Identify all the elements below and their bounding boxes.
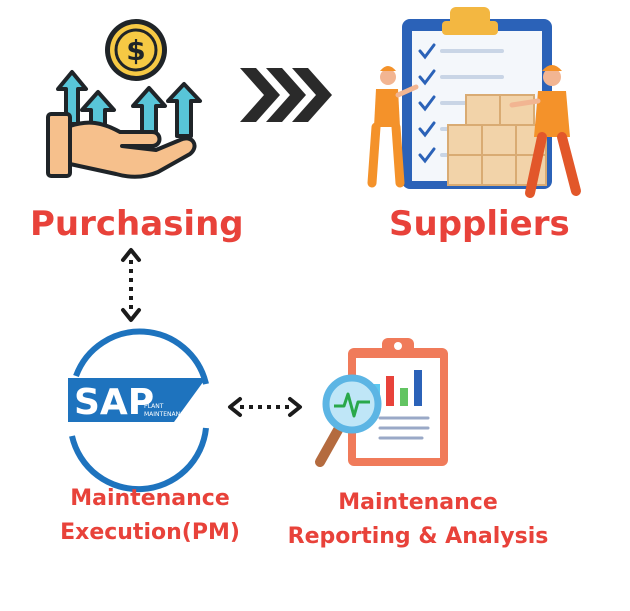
sap-label: Maintenance Execution(PM) (40, 482, 260, 550)
sap-logo-text: SAP (74, 382, 154, 423)
sap-label-line1: Maintenance (70, 486, 230, 511)
triple-chevron-right-icon (240, 68, 332, 122)
purchasing-label: Purchasing (30, 204, 244, 244)
svg-text:$: $ (126, 34, 145, 67)
suppliers-label: Suppliers (389, 204, 570, 244)
sap-logo-subtext-1: PLANT (144, 403, 164, 410)
hand-money-growth-icon: $ (40, 14, 210, 184)
reporting-label: Maintenance Reporting & Analysis (280, 486, 556, 554)
sap-logo-subtext-2: MAINTENANCE (144, 411, 188, 418)
sap-plant-maintenance-logo: SAP PLANT MAINTENANCE (56, 328, 214, 493)
reporting-label-line1: Maintenance (338, 490, 498, 515)
sap-label-line2: Execution(PM) (60, 520, 240, 545)
vertical-double-arrow (118, 248, 144, 322)
reporting-label-line2: Reporting & Analysis (287, 524, 549, 549)
clipboard-magnifier-chart-icon (312, 332, 452, 472)
clipboard-workers-boxes-icon (362, 5, 587, 200)
horizontal-double-arrow (228, 395, 302, 419)
